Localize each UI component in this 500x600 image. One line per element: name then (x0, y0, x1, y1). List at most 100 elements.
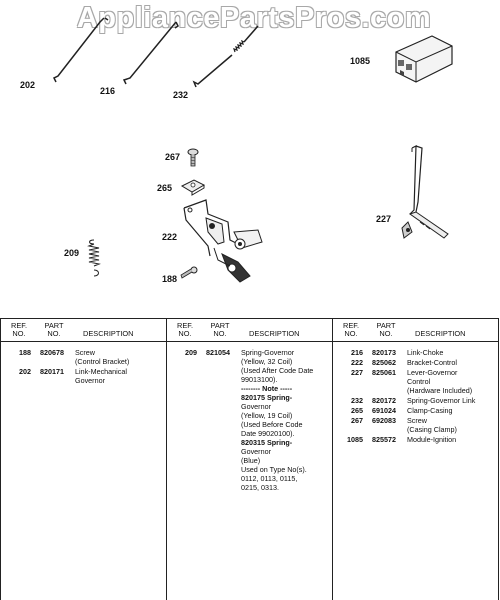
header-description: DESCRIPTION (249, 329, 300, 338)
spring-governor-link-drawing (192, 25, 259, 88)
part-description: Clamp-Casing (407, 406, 497, 415)
header-ref-line-1: REF. (176, 321, 193, 330)
header-ref-line-2: NO. (178, 329, 192, 338)
part-number: 691024 (372, 406, 396, 415)
header-description: DESCRIPTION (83, 329, 134, 338)
part-description: Bracket-Control (407, 358, 497, 367)
ref-number: 202 (19, 367, 31, 376)
callout-216: 216 (100, 86, 116, 96)
part-description: Spring-Governor(Yellow, 32 Coil)(Used Af… (241, 348, 331, 492)
part-description: Link-Choke (407, 348, 497, 357)
part-number: 820171 (40, 367, 64, 376)
part-description: Module-Ignition (407, 435, 497, 444)
description-line: Governor (241, 402, 271, 411)
link-choke-drawing (122, 21, 179, 85)
part-number: 821054 (206, 348, 230, 357)
description-line: (Used After Code Date (241, 366, 314, 375)
part-number: 820678 (40, 348, 64, 357)
header-part-line-1: PART (44, 321, 64, 330)
screw-casing-clamp-drawing (187, 148, 199, 167)
description-line: 0112, 0113, 0115, (241, 474, 298, 483)
callout-265: 265 (157, 183, 173, 193)
header-part-line-2: NO. (47, 329, 61, 338)
table-row: 216 820173 Link-Choke (333, 348, 499, 357)
description-line: Spring-Governor Link (407, 396, 476, 405)
description-line: Date 99020100). (241, 429, 295, 438)
ref-number: 267 (351, 416, 363, 425)
part-number: 692083 (372, 416, 396, 425)
watermark: AppliancePartsPros.com (76, 2, 432, 34)
description-line: Governor (241, 447, 271, 456)
callout-202: 202 (20, 80, 36, 90)
callout-267: 267 (165, 152, 181, 162)
header-ref-line-1: REF. (342, 321, 359, 330)
description-line: Module-Ignition (407, 435, 457, 444)
description-line: (Blue) (241, 456, 261, 465)
description-line: (Control Bracket) (75, 357, 130, 366)
header-part-line-1: PART (376, 321, 396, 330)
description-line: Screw (407, 416, 427, 425)
description-line: Governor (75, 376, 105, 385)
description-line: 820175 Spring- (241, 393, 293, 402)
callout-209: 209 (64, 248, 80, 258)
ignition-module-drawing (395, 35, 453, 83)
spring-governor-drawing (87, 239, 101, 277)
header-ref-line-1: REF. (10, 321, 27, 330)
bracket-control-drawing (183, 199, 263, 283)
header-part-line-2: NO. (213, 329, 227, 338)
description-line: (Hardware Included) (407, 386, 473, 395)
description-line: Control (407, 377, 431, 386)
lever-governor-control-drawing (401, 145, 449, 239)
ref-number: 216 (351, 348, 363, 357)
part-description: Screw(Casing Clamp) (407, 416, 497, 434)
link-mechanical-governor-drawing (52, 17, 109, 83)
table-row: 267 692083 Screw(Casing Clamp) (333, 416, 499, 434)
description-line: (Used Before Code (241, 420, 303, 429)
header-ref-line-2: NO. (344, 329, 358, 338)
ref-number: 209 (185, 348, 197, 357)
callout-227: 227 (376, 214, 392, 224)
table-row: 209 821054 Spring-Governor(Yellow, 32 Coil… (167, 348, 332, 492)
description-line: Clamp-Casing (407, 406, 453, 415)
description-line: Link-Mechanical (75, 367, 127, 376)
part-description: Screw(Control Bracket) (75, 348, 165, 366)
description-line: 0215, 0313. (241, 483, 279, 492)
description-line: -------- Note ----- (241, 384, 293, 393)
description-line: Used on Type No(s). (241, 465, 307, 474)
screw-control-bracket-drawing (180, 266, 198, 279)
description-line: Link-Choke (407, 348, 444, 357)
ref-number: 222 (351, 358, 363, 367)
header-part-line-2: NO. (379, 329, 393, 338)
part-description: Spring-Governor Link (407, 396, 497, 405)
ref-number: 227 (351, 368, 363, 377)
description-line: Bracket-Control (407, 358, 457, 367)
ref-number: 1085 (347, 435, 363, 444)
callout-222: 222 (162, 232, 178, 242)
description-line: (Yellow, 19 Coil) (241, 411, 293, 420)
part-number: 820172 (372, 396, 396, 405)
parts-diagram: 202 216 232 1085 267 265 (20, 17, 453, 284)
part-number: 825572 (372, 435, 396, 444)
header-part-line-1: PART (210, 321, 230, 330)
table-row: 1085 825572 Module-Ignition (333, 435, 499, 444)
header-ref-line-2: NO. (12, 329, 26, 338)
description-line: 99013100). (241, 375, 278, 384)
callout-232: 232 (173, 90, 189, 100)
description-line: Spring-Governor (241, 348, 295, 357)
header-ref: REF.NO. (9, 322, 29, 338)
part-number: 820173 (372, 348, 396, 357)
